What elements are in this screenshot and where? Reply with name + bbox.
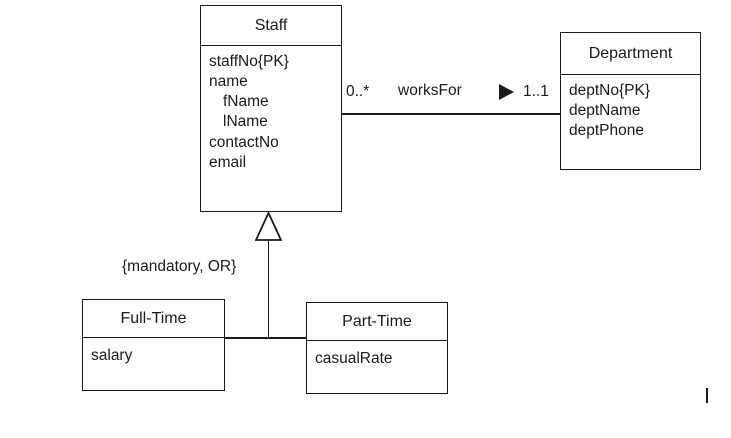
attribute-full-time-0: salary [91, 347, 133, 364]
generalization-constraint-label: {mandatory, OR} [122, 258, 237, 275]
attribute-staff-1: name [209, 73, 248, 91]
attribute-staff-2: fName [223, 93, 269, 111]
attribute-department-1: deptName [569, 102, 641, 120]
class-name-department: Department [561, 33, 700, 75]
generalization-stem-line[interactable] [267, 239, 270, 338]
association-direction-arrow-icon [499, 84, 514, 100]
attribute-staff-5: email [209, 153, 247, 171]
class-name-part-time: Part-Time [307, 303, 447, 341]
class-name-staff: Staff [201, 6, 341, 46]
class-box-staff[interactable]: Staff staffNo{PK} name fName lName conta… [200, 5, 342, 212]
generalization-hollow-triangle-icon [254, 210, 283, 241]
class-name-full-time-label: Full-Time [120, 309, 187, 327]
attribute-department-0: deptNo{PK} [569, 82, 651, 99]
class-attributes-staff: staffNo{PK} name fName lName contactNo e… [201, 46, 341, 173]
class-box-department[interactable]: Department deptNo{PK} deptName deptPhone [560, 32, 701, 170]
multiplicity-staff-side: 0..* [346, 83, 370, 100]
multiplicity-department-side: 1..1 [523, 83, 549, 100]
class-attributes-part-time: casualRate [307, 341, 447, 369]
class-name-full-time: Full-Time [83, 300, 224, 338]
class-box-full-time[interactable]: Full-Time salary [82, 299, 225, 391]
class-name-staff-label: Staff [254, 16, 288, 34]
class-attributes-full-time: salary [83, 338, 224, 366]
class-attributes-department: deptNo{PK} deptName deptPhone [561, 75, 700, 141]
attribute-staff-3: lName [223, 113, 268, 131]
class-name-department-label: Department [588, 44, 673, 62]
attribute-staff-4: contactNo [209, 133, 279, 151]
class-name-part-time-label: Part-Time [342, 312, 412, 330]
association-name-label: worksFor [398, 82, 462, 99]
class-box-part-time[interactable]: Part-Time casualRate [306, 302, 448, 394]
text-caret-mark [706, 388, 708, 403]
attribute-department-2: deptPhone [569, 122, 644, 140]
hollow-triangle-svg [254, 210, 283, 241]
subclass-connector-line[interactable] [224, 337, 308, 339]
attribute-staff-0: staffNo{PK} [209, 53, 289, 70]
attribute-part-time-0: casualRate [315, 350, 393, 367]
association-line-worksfor[interactable] [341, 113, 561, 115]
